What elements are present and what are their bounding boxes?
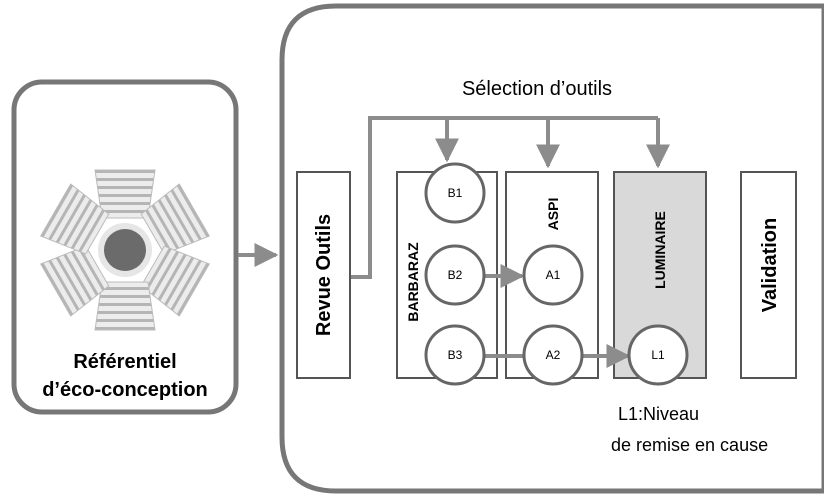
- node-a1: A1: [522, 244, 584, 306]
- eco-design-icon: [39, 169, 211, 331]
- node-b2: B2: [424, 244, 486, 306]
- node-l1: L1: [627, 324, 689, 386]
- aspi-label: ASPI: [545, 198, 561, 231]
- note-line1: L1:Niveau: [618, 404, 699, 424]
- revue-outils-box: [296, 171, 351, 379]
- node-b1: B1: [424, 162, 486, 224]
- tool-selection-label: Sélection d’outils: [462, 78, 612, 100]
- node-a2-label: A2: [546, 348, 561, 362]
- revue-outils-label: Revue Outils: [313, 214, 335, 336]
- validation-label: Validation: [759, 218, 781, 312]
- note-line2: de remise en cause: [611, 435, 768, 455]
- node-b3-label: B3: [448, 348, 463, 362]
- referentiel-label-line1: Référentiel: [73, 351, 176, 373]
- referentiel-label-line2: d’éco-conception: [42, 379, 208, 401]
- barbaraz-label: BARBARAZ: [405, 242, 421, 322]
- node-a1-label: A1: [546, 268, 561, 282]
- selection-connectors: [350, 116, 670, 279]
- node-b2-label: B2: [448, 268, 463, 282]
- luminaire-label: LUMINAIRE: [652, 211, 668, 289]
- node-b3: B3: [424, 324, 486, 386]
- node-b1-label: B1: [448, 186, 463, 200]
- node-l1-label: L1: [651, 348, 665, 362]
- validation-box: [740, 171, 797, 379]
- node-a2: A2: [522, 324, 584, 386]
